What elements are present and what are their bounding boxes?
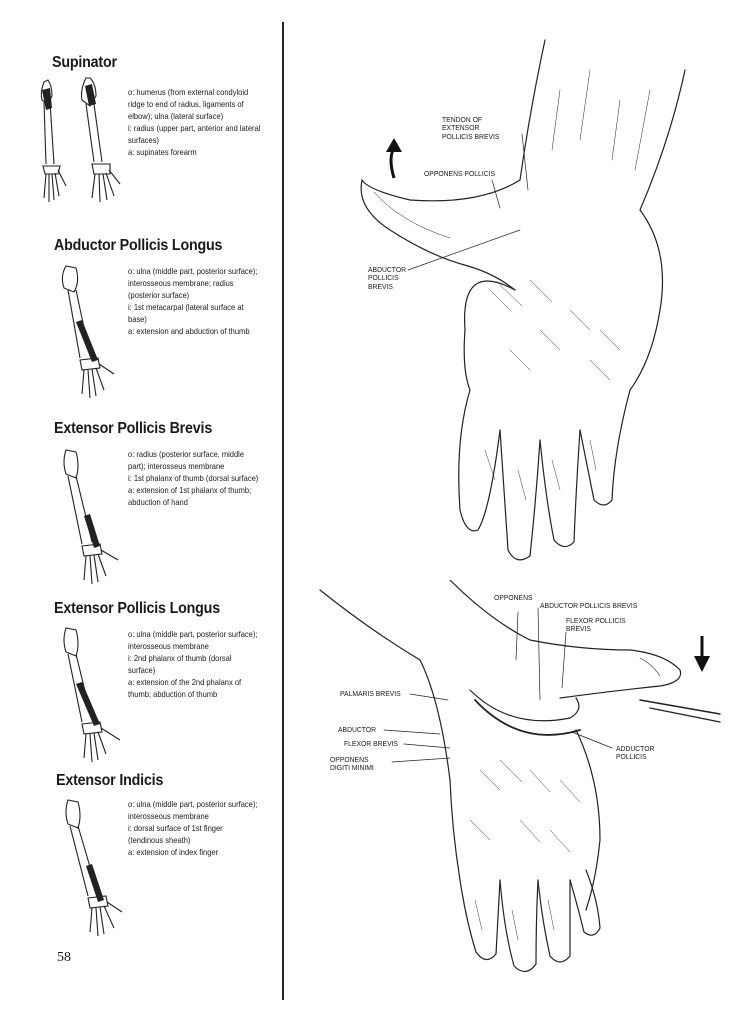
page-number: 58	[57, 950, 71, 965]
column-divider	[282, 22, 284, 1000]
supinator-description: o: humerus (from external condyloid ridg…	[128, 86, 263, 158]
label-flexor-pollicis-brevis: FLEXOR POLLICIS BREVIS	[566, 616, 626, 634]
description-line: a: extension of 1st phalanx of thumb;	[128, 485, 252, 495]
extensor-pollicis-brevis-arm-illustration	[63, 449, 119, 585]
label-abductor-pollicis-brevis-upper: ABDUCTOR POLLICIS BREVIS	[368, 265, 407, 291]
description-line: thumb; abduction of thumb	[128, 689, 218, 699]
muscle-title-extensor-indicis: Extensor Indicis	[56, 772, 164, 789]
description-line: i: 2nd phalanx of thumb (dorsal	[128, 653, 232, 663]
description-line: a: extension of the 2nd phalanx of	[128, 677, 242, 687]
label-tendon-of-extensor-pollicis-brevis: TENDON OF EXTENSOR POLLICIS BREVIS	[442, 115, 500, 141]
label-opponens: OPPONENS	[494, 593, 533, 602]
muscle-title-extensor-pollicis-longus: Extensor Pollicis Longus	[54, 600, 220, 617]
description-line: o: ulna (middle part, posterior surface)…	[128, 629, 258, 639]
label-opponens-digiti-minimi: OPPONENS DIGITI MINIMI	[330, 755, 374, 773]
description-line: ridge to end of radius, ligaments of	[128, 99, 244, 109]
supinator-arm-illustration	[40, 77, 121, 203]
description-line: elbow); ulna (lateral surface)	[128, 111, 224, 121]
description-line: surfaces)	[128, 135, 160, 145]
description-line: part); interosseus membrane	[128, 461, 225, 471]
upper-hand-illustration	[360, 39, 686, 561]
label-adductor-pollicis: ADDUCTOR POLLICIS	[616, 744, 655, 762]
extensor-pollicis-longus-arm-illustration	[63, 627, 121, 763]
extensor-indicis-arm-illustration	[65, 799, 123, 937]
description-line: o: ulna (middle part, posterior surface)…	[128, 799, 258, 809]
label-palmaris-brevis: PALMARIS BREVIS	[340, 689, 401, 698]
muscle-title-extensor-pollicis-brevis: Extensor Pollicis Brevis	[54, 420, 213, 437]
label-abductor: ABDUCTOR	[338, 725, 377, 734]
label-opponens-pollicis: OPPONENS POLLICIS	[424, 169, 496, 178]
description-line: interosseous membrane	[128, 641, 209, 651]
muscle-title-abductor-pollicis-longus: Abductor Pollicis Longus	[54, 237, 223, 254]
description-line: (posterior surface)	[128, 290, 190, 300]
description-line: surface)	[128, 665, 156, 675]
description-line: base)	[128, 314, 147, 324]
lower-hand-illustration	[319, 580, 721, 973]
description-line: i: dorsal surface of 1st finger	[128, 823, 223, 833]
muscle-title-supinator: Supinator	[52, 54, 117, 71]
abductor-pollicis-longus-arm-illustration	[61, 265, 115, 399]
description-line: i: 1st metacarpal (lateral surface at	[128, 302, 244, 312]
description-line: abduction of hand	[128, 497, 188, 507]
description-line: i: radius (upper part, anterior and late…	[128, 123, 261, 133]
description-line: interosseous membrane; radius	[128, 278, 234, 288]
extensor-pollicis-longus-description: o: ulna (middle part, posterior surface)…	[128, 628, 263, 700]
description-line: i: 1st phalanx of thumb (dorsal surface)	[128, 473, 259, 483]
extensor-pollicis-brevis-description: o: radius (posterior surface, middle par…	[128, 448, 263, 508]
description-line: o: ulna (middle part, posterior surface)…	[128, 266, 258, 276]
abductor-pollicis-longus-description: o: ulna (middle part, posterior surface)…	[128, 265, 263, 337]
label-flexor-brevis: FLEXOR BREVIS	[344, 739, 399, 748]
description-line: a: supinates forearm	[128, 147, 197, 157]
description-line: interosseous membrane	[128, 811, 209, 821]
label-abductor-pollicis-brevis-lower: ABDUCTOR POLLICIS BREVIS	[540, 601, 638, 610]
description-line: a: extension and abduction of thumb	[128, 326, 250, 336]
extensor-indicis-description: o: ulna (middle part, posterior surface)…	[128, 798, 263, 858]
description-line: o: radius (posterior surface, middle	[128, 449, 245, 459]
description-line: (tendinous sheath)	[128, 835, 191, 845]
description-line: o: humerus (from external condyloid	[128, 87, 249, 97]
description-line: a: extension of index finger	[128, 847, 219, 857]
